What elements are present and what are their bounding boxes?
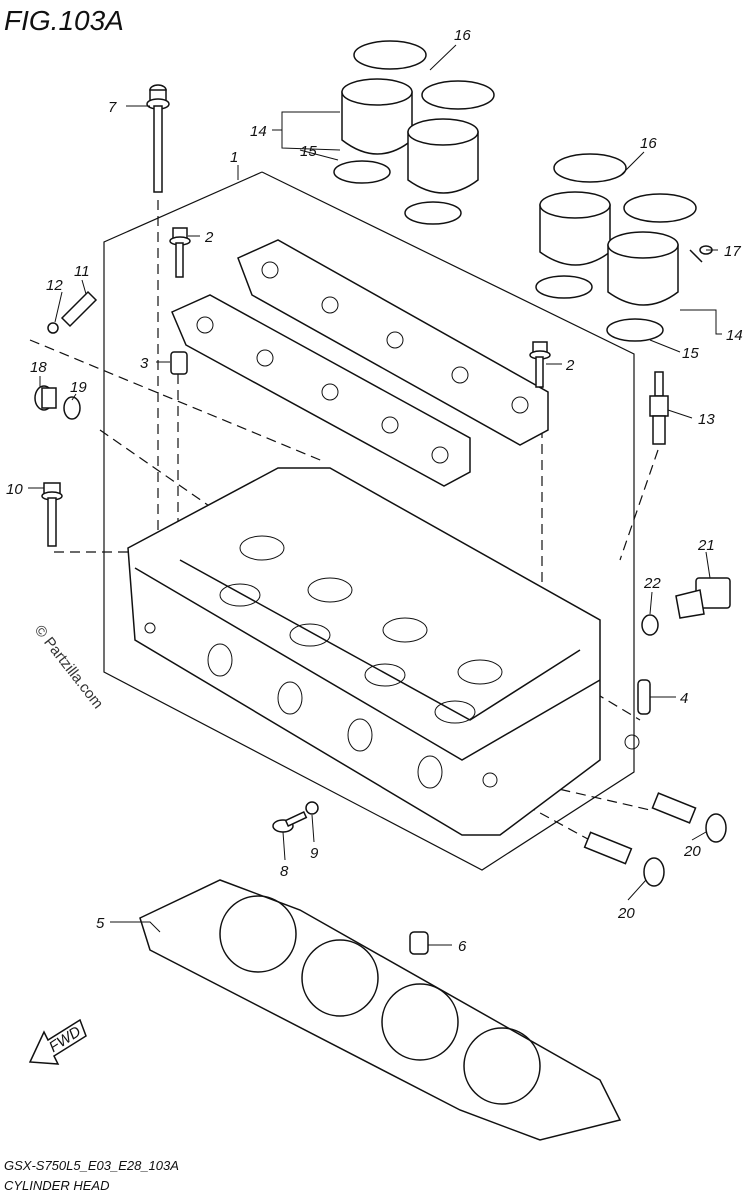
callout-13: 13 bbox=[698, 411, 715, 428]
callout-21: 21 bbox=[697, 537, 715, 554]
dowel-pin bbox=[637, 679, 651, 715]
camshaft-holder-rear bbox=[237, 239, 549, 446]
callout-19: 19 bbox=[70, 379, 87, 396]
head-gasket bbox=[139, 879, 622, 1141]
callout-20: 20 bbox=[683, 843, 701, 860]
figure-title: FIG.103A bbox=[4, 5, 124, 36]
callout-2: 2 bbox=[565, 357, 575, 374]
spark-plug bbox=[649, 371, 669, 445]
forward-direction-arrow: FWD bbox=[28, 1018, 87, 1065]
clamp-ring bbox=[623, 193, 697, 223]
callout-5: 5 bbox=[96, 915, 105, 932]
oil-fitting bbox=[47, 290, 98, 334]
diagram-subtitle: CYLINDER HEAD bbox=[4, 1178, 109, 1193]
insulator-mouth bbox=[407, 118, 479, 146]
insulator-body bbox=[407, 131, 479, 194]
callout-16: 16 bbox=[454, 27, 471, 44]
bolt-short bbox=[529, 341, 551, 388]
flange-bolt bbox=[651, 792, 727, 843]
o-ring bbox=[404, 201, 462, 225]
callout-11: 11 bbox=[74, 263, 90, 280]
small-screw bbox=[272, 801, 319, 833]
bolt-side bbox=[41, 482, 63, 547]
callout-leaders bbox=[28, 44, 722, 946]
head-casting bbox=[127, 467, 601, 836]
screw bbox=[689, 249, 703, 263]
o-ring bbox=[333, 160, 391, 184]
clamp-ring bbox=[353, 40, 427, 70]
callout-12: 12 bbox=[46, 277, 63, 294]
callout-10: 10 bbox=[6, 481, 23, 498]
callout-9: 9 bbox=[310, 845, 319, 862]
model-code: GSX-S750L5_E03_E28_103A bbox=[4, 1158, 179, 1173]
clamp-ring bbox=[421, 80, 495, 110]
callout-15: 15 bbox=[682, 345, 699, 362]
bolt-short bbox=[169, 227, 191, 278]
callout-1: 1 bbox=[230, 149, 238, 166]
callout-3: 3 bbox=[140, 355, 149, 372]
dowel-pin bbox=[409, 931, 429, 955]
head-gasket-face-edge bbox=[134, 567, 601, 761]
valve-pockets bbox=[219, 535, 503, 724]
callout-20: 20 bbox=[617, 905, 635, 922]
o-ring bbox=[535, 275, 593, 299]
camshaft-holders bbox=[171, 239, 549, 487]
exhaust-ports bbox=[207, 643, 443, 789]
callout-6: 6 bbox=[458, 938, 467, 955]
insulator-mouth bbox=[539, 191, 611, 219]
watermark: © Partzilla.com bbox=[31, 622, 107, 712]
insulator-mouth bbox=[341, 78, 413, 106]
callout-17: 17 bbox=[724, 243, 741, 260]
callout-2: 2 bbox=[204, 229, 214, 246]
bolt-long bbox=[146, 84, 170, 193]
clamp-ring bbox=[553, 153, 627, 183]
o-ring bbox=[606, 318, 664, 342]
cylinder-head-body bbox=[127, 467, 640, 836]
callout-15: 15 bbox=[300, 143, 317, 160]
head-upper-deck bbox=[179, 559, 581, 721]
callout-8: 8 bbox=[280, 863, 289, 880]
callout-7: 7 bbox=[108, 99, 117, 116]
assembly-frame bbox=[103, 171, 635, 871]
insulator-mouth bbox=[607, 231, 679, 259]
insulator-body bbox=[607, 244, 679, 306]
callout-16: 16 bbox=[640, 135, 657, 152]
callout-4: 4 bbox=[680, 690, 688, 707]
plug bbox=[34, 385, 81, 420]
callout-labels: 1 2 2 3 4 5 6 7 8 9 10 11 12 13 14 14 15… bbox=[6, 27, 743, 955]
temperature-sensor bbox=[641, 577, 731, 636]
dowel-pin bbox=[170, 351, 188, 375]
callout-14: 14 bbox=[726, 327, 743, 344]
camshaft-holder-front bbox=[171, 294, 471, 487]
callout-14: 14 bbox=[250, 123, 267, 140]
callout-22: 22 bbox=[643, 575, 661, 592]
intake-insulator-group-lower bbox=[535, 153, 713, 342]
intake-insulator-group-upper bbox=[333, 40, 495, 225]
callout-18: 18 bbox=[30, 359, 47, 376]
flange-bolt bbox=[583, 831, 665, 887]
